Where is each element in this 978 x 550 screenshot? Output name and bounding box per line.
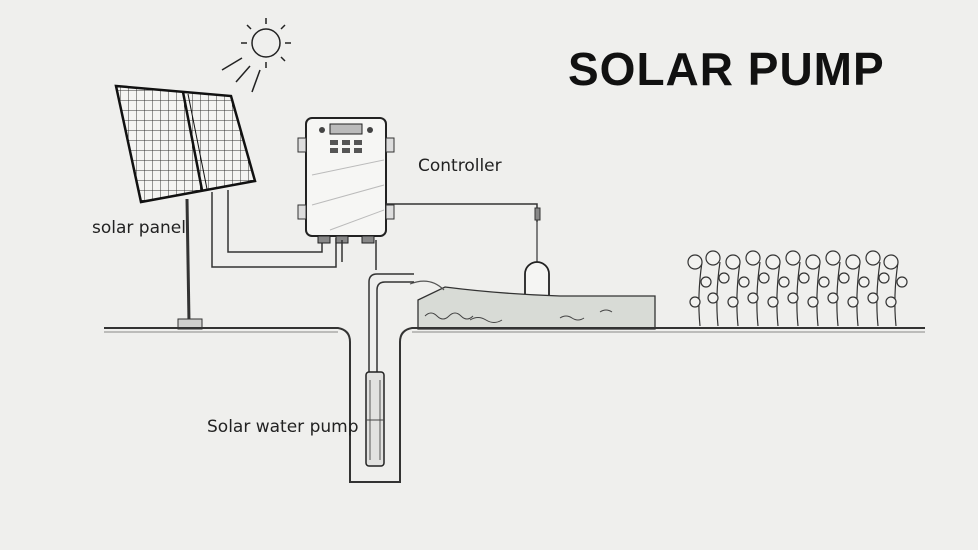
submersible-pump (365, 371, 385, 467)
plant-stem (876, 261, 881, 327)
flower-icon (689, 296, 701, 308)
plant-stem (816, 261, 821, 327)
plant-stem (796, 261, 801, 327)
ground-line (104, 327, 925, 483)
flower-icon (885, 296, 897, 308)
flower-icon (705, 250, 721, 266)
flower-icon (718, 272, 730, 284)
plant-stem (698, 261, 703, 327)
flower-icon (865, 250, 881, 266)
flower-icon (838, 272, 850, 284)
flower-icon (883, 254, 899, 270)
panel-wires (211, 190, 337, 268)
flower-icon (805, 254, 821, 270)
plant-stem (736, 261, 741, 327)
sun-rays-icon (221, 57, 261, 93)
flower-icon (896, 276, 908, 288)
flower-icon (745, 250, 761, 266)
flower-icon (687, 254, 703, 270)
flower-icon (747, 292, 759, 304)
plant-stem (836, 261, 841, 327)
controller-label: Controller (418, 156, 502, 176)
flower-icon (707, 292, 719, 304)
flower-icon (787, 292, 799, 304)
flower-icon (778, 276, 790, 288)
flower-icon (758, 272, 770, 284)
flower-icon (738, 276, 750, 288)
controller-box (297, 117, 395, 244)
flower-icon (818, 276, 830, 288)
flower-icon (765, 254, 781, 270)
plant-stem (756, 261, 761, 327)
sun-icon (241, 18, 291, 68)
flower-icon (798, 272, 810, 284)
flower-icon (825, 250, 841, 266)
plant-stem (776, 261, 781, 327)
flower-icon (858, 276, 870, 288)
plant-stem (894, 261, 899, 327)
plant-stem (856, 261, 861, 327)
flower-icon (827, 292, 839, 304)
flower-icon (727, 296, 739, 308)
water-pipe (341, 240, 414, 372)
diagram-title: SOLAR PUMP (568, 43, 885, 95)
flower-icon (700, 276, 712, 288)
flower-icon (807, 296, 819, 308)
solar-panel (114, 84, 257, 330)
solar-panel-label: solar panel (92, 218, 186, 238)
flower-icon (847, 296, 859, 308)
crops (687, 250, 908, 327)
flower-icon (845, 254, 861, 270)
flower-icon (867, 292, 879, 304)
flower-icon (878, 272, 890, 284)
water-pump-label: Solar water pump (207, 417, 359, 437)
flower-icon (767, 296, 779, 308)
water-reservoir (409, 280, 656, 330)
flower-icon (725, 254, 741, 270)
plant-stem (716, 261, 721, 327)
flower-icon (785, 250, 801, 266)
